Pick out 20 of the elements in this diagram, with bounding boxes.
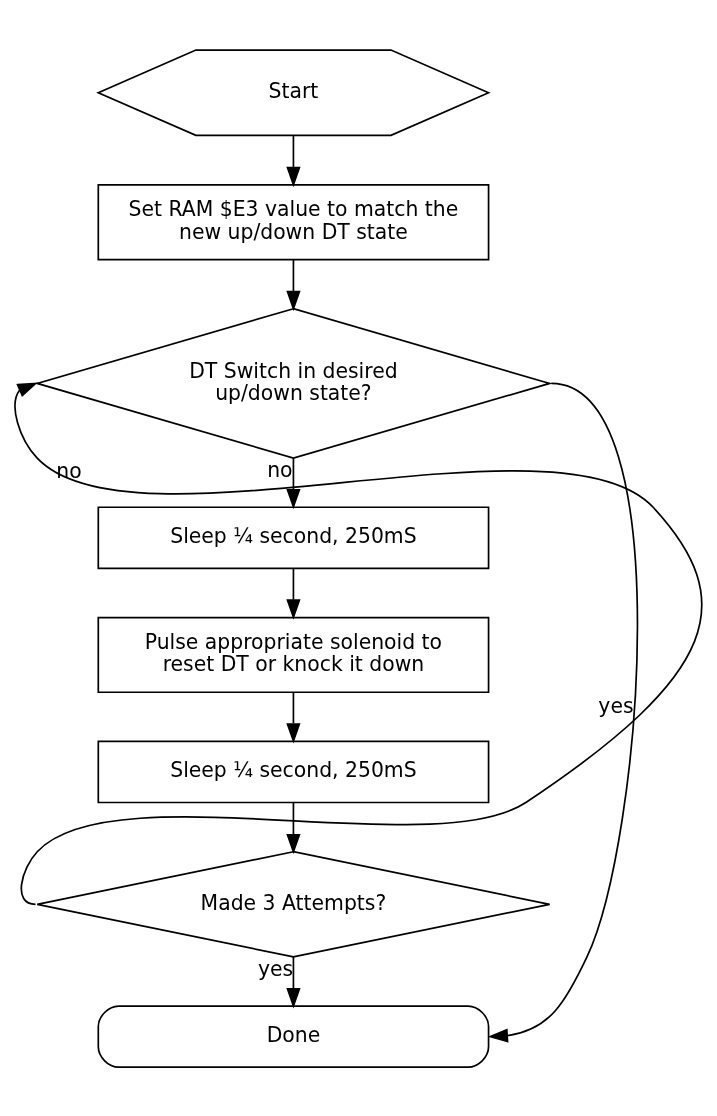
node-box: Done (97, 1004, 490, 1068)
node-box: Pulse appropriate solenoid to reset DT or knock it down (97, 616, 490, 693)
node-box: Sleep ¼ second, 250mS (97, 505, 490, 569)
edge-label: no (56, 458, 82, 483)
edge-label: no (267, 457, 293, 482)
arrow (487, 382, 639, 1043)
edge-label: yes (598, 693, 634, 718)
node-box: Sleep ¼ second, 250mS (97, 740, 490, 803)
edge-label: yes (258, 956, 294, 981)
arrow (286, 258, 301, 311)
arrow (14, 381, 703, 905)
arrow (286, 955, 301, 1008)
node-diamond: DT Switch in desired up/down state? (34, 307, 553, 459)
arrow (286, 801, 301, 854)
node-box: Set RAM $E3 value to match the new up/down DT state (97, 183, 490, 260)
arrow (286, 567, 301, 620)
arrow (286, 691, 301, 744)
node-diamond: Made 3 Attempts? (36, 850, 551, 958)
arrow (286, 457, 301, 509)
arrow (286, 134, 301, 187)
